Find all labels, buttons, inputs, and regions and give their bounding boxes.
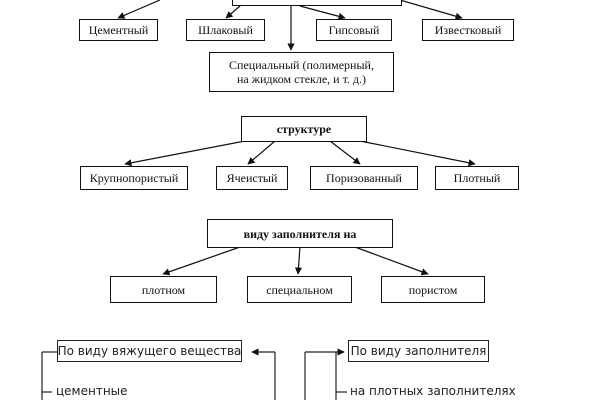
aggregate-special: специальном xyxy=(247,276,352,303)
aggregate-dense: плотном xyxy=(110,276,217,303)
binder-special-line-1: Специальный (полимерный, xyxy=(229,58,374,72)
structure-cellular: Ячеистый xyxy=(216,166,288,190)
binder-special-line-2: на жидком стекле, и т. д.) xyxy=(236,72,367,86)
binder-cement: Цементный xyxy=(79,19,158,41)
binder-special: Специальный (полимерный, на жидком стекл… xyxy=(209,52,394,92)
binder-gypsum: Гипсовый xyxy=(316,19,392,41)
lower-right-title: По виду заполнителя xyxy=(348,340,489,362)
binder-lime: Известковый xyxy=(422,19,514,41)
lower-left-title: По виду вяжущего вещества xyxy=(57,340,242,362)
binder-slag: Шлаковый xyxy=(186,19,265,41)
structure-dense: Плотный xyxy=(435,166,519,190)
structure-coarse-porous: Крупнопористый xyxy=(80,166,188,190)
structure-header: структуре xyxy=(241,116,367,142)
structure-porized: Поризованный xyxy=(310,166,418,190)
aggregate-header: виду заполнителя на xyxy=(207,219,393,248)
header-box-partial xyxy=(232,0,402,6)
lower-right-item: на плотных заполнителях xyxy=(350,384,516,398)
aggregate-porous: пористом xyxy=(381,276,485,303)
lower-left-item: цементные xyxy=(56,384,128,398)
